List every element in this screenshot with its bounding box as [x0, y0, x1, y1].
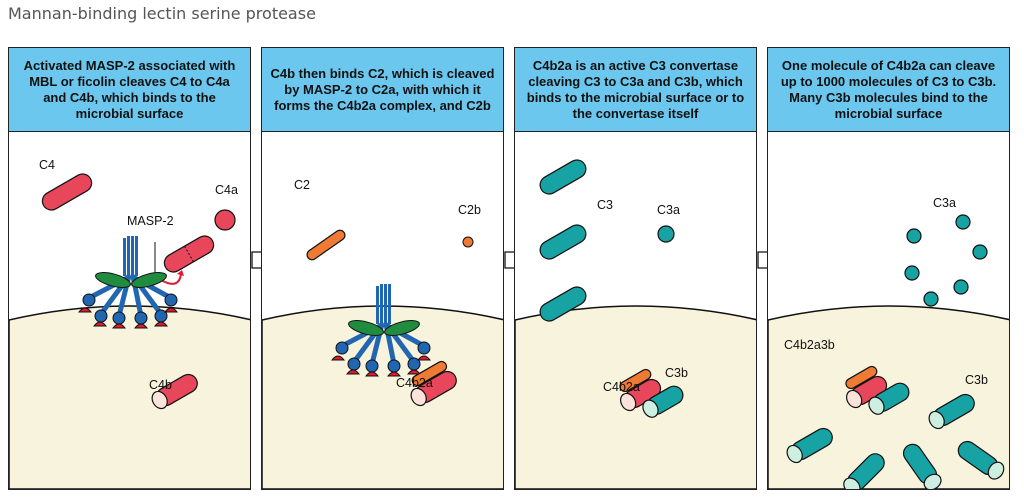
panel-3: C4b2a is an active C3 convertase cleavin…	[514, 47, 757, 490]
c4-molecule	[41, 173, 93, 211]
label-c3: C3	[597, 198, 613, 212]
panel-4-header: One molecule of C4b2a can cleave up to 1…	[768, 48, 1009, 132]
panel-3-scene	[515, 159, 756, 489]
label-c4: C4	[39, 158, 55, 172]
panel-1-scene	[9, 173, 250, 489]
label-c4b: C4b	[149, 378, 172, 392]
panel-1-caption: Activated MASP-2 associated with MBL or …	[23, 57, 236, 121]
microbial-surface	[9, 305, 250, 489]
c3-molecule-1	[539, 159, 587, 195]
label-c3a: C3a	[933, 196, 956, 210]
c4-cleaving	[163, 235, 215, 273]
page-title: Mannan-binding lectin serine protease	[8, 4, 316, 23]
c4a-fragment	[214, 209, 236, 231]
panel-2-header: C4b then binds C2, which is cleaved by M…	[262, 48, 503, 132]
label-c4b2a: C4b2a	[603, 380, 640, 394]
c2-molecule	[306, 229, 346, 261]
panel-4-caption: One molecule of C4b2a can cleave up to 1…	[780, 57, 997, 121]
label-c2b: C2b	[458, 203, 481, 217]
c3a-fragment	[657, 225, 675, 243]
c4b-molecule	[151, 373, 198, 410]
panel-2-scene	[262, 229, 503, 489]
c2b-fragment	[462, 236, 474, 248]
panel-1: Activated MASP-2 associated with MBL or …	[8, 47, 251, 490]
label-c4a: C4a	[215, 183, 238, 197]
c4b2a-c3b-complex	[619, 368, 684, 418]
panel-3-caption: C4b2a is an active C3 convertase cleavin…	[526, 57, 745, 121]
c3-molecule-2	[539, 224, 587, 260]
panel-2: C4b then binds C2, which is cleaved by M…	[261, 47, 504, 490]
label-c4b2a3b: C4b2a3b	[784, 338, 835, 352]
panel-1-header: Activated MASP-2 associated with MBL or …	[9, 48, 250, 132]
label-c3b: C3b	[965, 373, 988, 387]
panel-2-caption: C4b then binds C2, which is cleaved by M…	[270, 65, 495, 113]
panel-4: One molecule of C4b2a can cleave up to 1…	[767, 47, 1010, 490]
label-c3a: C3a	[657, 203, 680, 217]
label-masp2: MASP-2	[127, 214, 174, 228]
c4b2a-complex	[410, 360, 457, 407]
label-c3b: C3b	[665, 366, 688, 380]
c4b2a3b-complex	[845, 365, 910, 415]
panel-3-header: C4b2a is an active C3 convertase cleavin…	[515, 48, 756, 132]
label-c4b2a: C4b2a	[396, 376, 433, 390]
panel-4-scene	[768, 214, 1009, 489]
label-c2: C2	[294, 178, 310, 192]
